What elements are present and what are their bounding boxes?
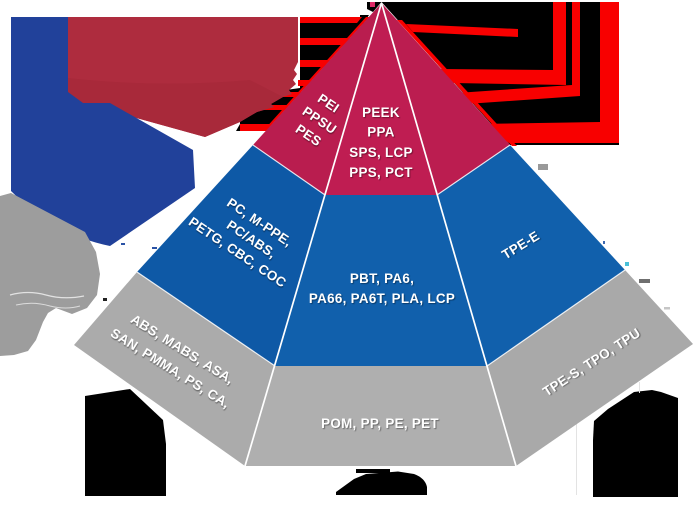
svg-text:SPS, LCP: SPS, LCP — [349, 145, 412, 160]
svg-text:PPS, PCT: PPS, PCT — [349, 165, 413, 180]
svg-text:PA66, PA6T, PLA, LCP: PA66, PA6T, PLA, LCP — [309, 291, 455, 306]
svg-text:PPA: PPA — [367, 125, 394, 140]
svg-text:PEEK: PEEK — [362, 105, 400, 120]
svg-text:PBT, PA6,: PBT, PA6, — [350, 271, 414, 286]
svg-text:POM, PP, PE, PET: POM, PP, PE, PET — [321, 416, 439, 431]
